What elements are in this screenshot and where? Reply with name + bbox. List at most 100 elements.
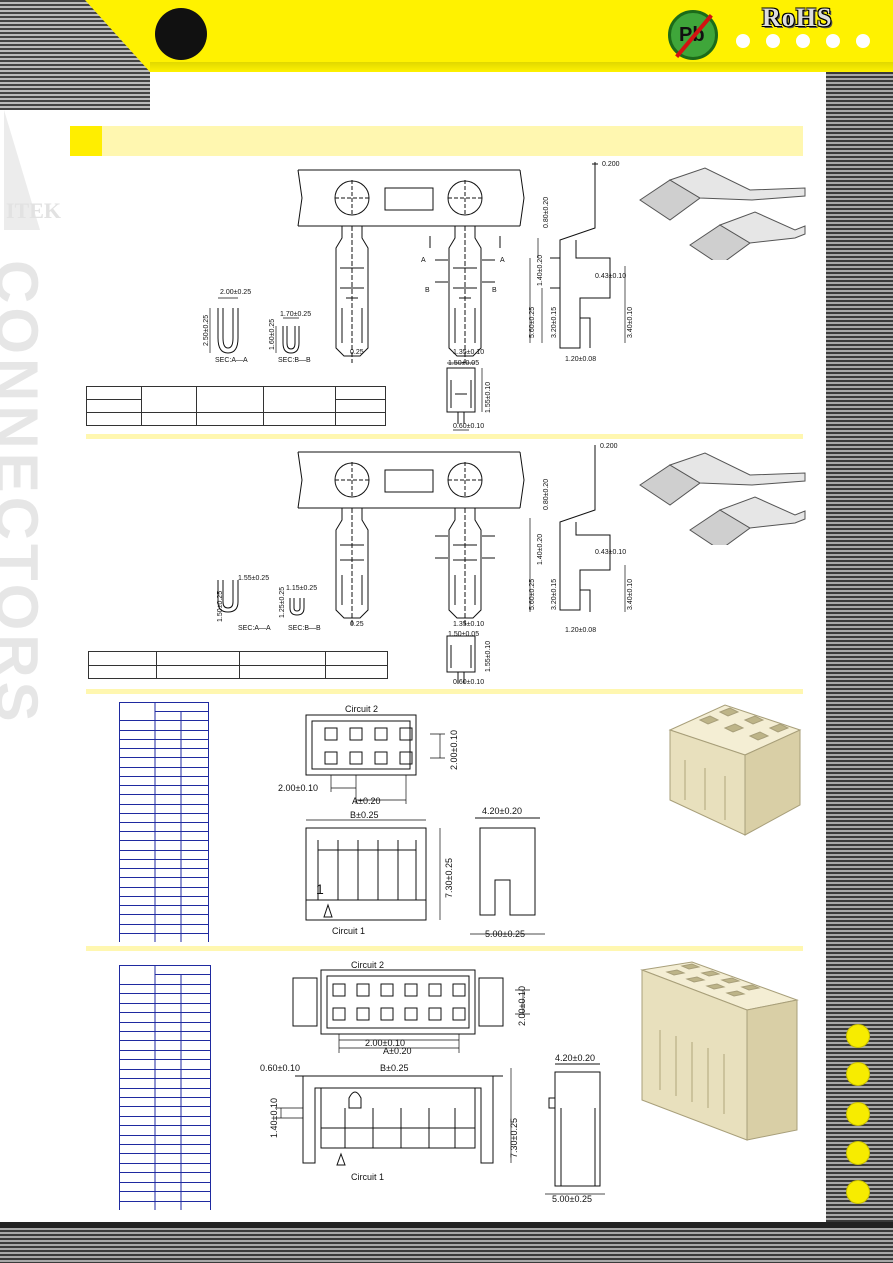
latch-dim: 1.40±0.10: [269, 1098, 279, 1138]
pb-free-icon: Pb: [668, 10, 718, 60]
sec-b-label: SEC:B—B: [288, 625, 321, 632]
dim-6: 0.43±0.10: [595, 273, 626, 280]
white-dot-icon: [766, 34, 780, 48]
black-circle-icon: [155, 8, 207, 60]
white-dot-icon: [826, 34, 840, 48]
terminal-1-table: [86, 386, 387, 426]
circuit-1-label: Circuit 1: [332, 926, 365, 936]
a-mark: A: [500, 257, 505, 264]
a-dim: A±0.20: [352, 796, 380, 806]
top-dim: 0.200: [600, 443, 618, 450]
base-dim: 5.00±0.25: [485, 929, 525, 939]
width-4: 0.60±0.10: [453, 679, 484, 686]
sec-b-label: SEC:B—B: [278, 357, 311, 364]
circuit-1-label: Circuit 1: [351, 1172, 384, 1182]
white-dot-icon: [796, 34, 810, 48]
terminal-1-drawing: SEC:A—A SEC:B—B 2.00±0.25 1.70±0.25 A A …: [203, 161, 634, 431]
section-divider: [86, 434, 803, 439]
dim-3: 5.60±0.25: [529, 579, 536, 610]
b-mark: B: [425, 287, 430, 294]
dim-7: 1.20±0.08: [565, 627, 596, 634]
header-shadow: [150, 62, 893, 72]
housing-1-table: [119, 702, 209, 943]
white-dot-icon: [856, 34, 870, 48]
width-2: 1.50±0.05: [448, 360, 479, 367]
dim-5: 3.40±0.10: [627, 579, 634, 610]
sec-a-width: 1.55±0.25: [238, 575, 269, 582]
section-divider: [86, 689, 803, 694]
housing-1-photo: [668, 704, 802, 836]
dim-5: 3.40±0.10: [627, 307, 634, 338]
pitch-label: 0.25: [350, 621, 364, 628]
dim-2: 1.40±0.20: [537, 255, 544, 286]
a-dim: A±0.20: [383, 1046, 411, 1056]
side-stripes: [826, 72, 893, 1222]
sec-a-label: SEC:A—A: [215, 357, 248, 364]
housing-1-drawing: Circuit 2 Circuit 1 1 2.00±0.10 A±0.20 B…: [278, 704, 545, 939]
sec-b-height: 1.25±0.25: [279, 587, 286, 618]
section-marker: [70, 126, 102, 156]
sec-a-label: SEC:A—A: [238, 625, 271, 632]
yellow-dot-icon: [846, 1062, 870, 1086]
width-3: 1.55±0.10: [485, 382, 492, 413]
pitch-label: 0.25: [350, 349, 364, 356]
width-1: 1.35±0.10: [453, 349, 484, 356]
height-dim: 2.00±0.10: [517, 986, 527, 1026]
terminal-2-drawing: SEC:A—A SEC:B—B 1.55±0.25 1.15±0.25 0.25…: [217, 443, 634, 686]
pitch-dim: 2.00±0.10: [365, 1038, 405, 1048]
dim-7: 1.20±0.08: [565, 356, 596, 363]
width-2: 1.50±0.05: [448, 631, 479, 638]
rohs-logo: RoHS: [762, 3, 833, 32]
dim-1: 0.80±0.20: [543, 197, 550, 228]
sec-a-width: 2.00±0.25: [220, 289, 251, 296]
base-dim: 5.00±0.25: [552, 1194, 592, 1204]
housing-2-photo: [640, 961, 799, 1141]
pitch-dim: 2.00±0.10: [278, 783, 318, 793]
logo-watermark: ITEK: [0, 100, 62, 240]
logo-text: ITEK: [6, 198, 62, 223]
yellow-dot-icon: [846, 1024, 870, 1048]
width-3: 1.55±0.10: [485, 641, 492, 672]
dim-3: 5.60±0.25: [529, 307, 536, 338]
dim-6: 0.43±0.10: [595, 549, 626, 556]
b-mark: B: [492, 287, 497, 294]
footer-edge: [0, 1222, 893, 1228]
tall-dim: 7.30±0.25: [444, 858, 454, 898]
dim-1: 0.80±0.20: [543, 479, 550, 510]
housing-2-drawing: Circuit 2 Circuit 1 2.00±0.10 A±0.20 B±0…: [260, 960, 605, 1204]
tall-dim: 7.30±0.25: [509, 1118, 519, 1158]
yellow-dot-icon: [846, 1180, 870, 1204]
section-title-bar: [70, 126, 803, 156]
sec-a-height: 2.50±0.25: [203, 315, 210, 346]
b-dim: B±0.25: [350, 810, 378, 820]
sec-b-height: 1.60±0.25: [269, 319, 276, 350]
housing-2-table: [119, 965, 211, 1211]
width-4: 0.60±0.10: [453, 423, 484, 430]
dim-4: 3.20±0.15: [551, 307, 558, 338]
dim-2: 1.40±0.20: [537, 534, 544, 565]
white-dot-icon: [736, 34, 750, 48]
top-dim: 0.200: [602, 161, 620, 168]
dim-4: 3.20±0.15: [551, 579, 558, 610]
circuit-2-label: Circuit 2: [351, 960, 384, 970]
sec-b-width: 1.15±0.25: [286, 585, 317, 592]
brand-watermark: CONNECTORS MANUFACTURE: [0, 260, 50, 768]
depth-dim: 4.20±0.20: [555, 1053, 595, 1063]
yellow-dot-icon: [846, 1102, 870, 1126]
side-dim: 0.60±0.10: [260, 1063, 300, 1073]
width-1: 1.35±0.10: [453, 621, 484, 628]
b-dim: B±0.25: [380, 1063, 408, 1073]
terminal-2-photo: [639, 452, 806, 545]
section-divider: [86, 946, 803, 951]
depth-dim: 4.20±0.20: [482, 806, 522, 816]
height-dim: 2.00±0.10: [449, 730, 459, 770]
terminal-1-photo: [639, 167, 806, 260]
terminal-2-table: [88, 651, 388, 679]
a-mark: A: [421, 257, 426, 264]
footer-stripes: [0, 1222, 893, 1263]
pin-1-label: 1: [316, 881, 324, 897]
sec-b-width: 1.70±0.25: [280, 311, 311, 318]
yellow-dot-icon: [846, 1141, 870, 1165]
circuit-2-label: Circuit 2: [345, 704, 378, 714]
sec-a-height: 1.50±0.25: [217, 591, 224, 622]
